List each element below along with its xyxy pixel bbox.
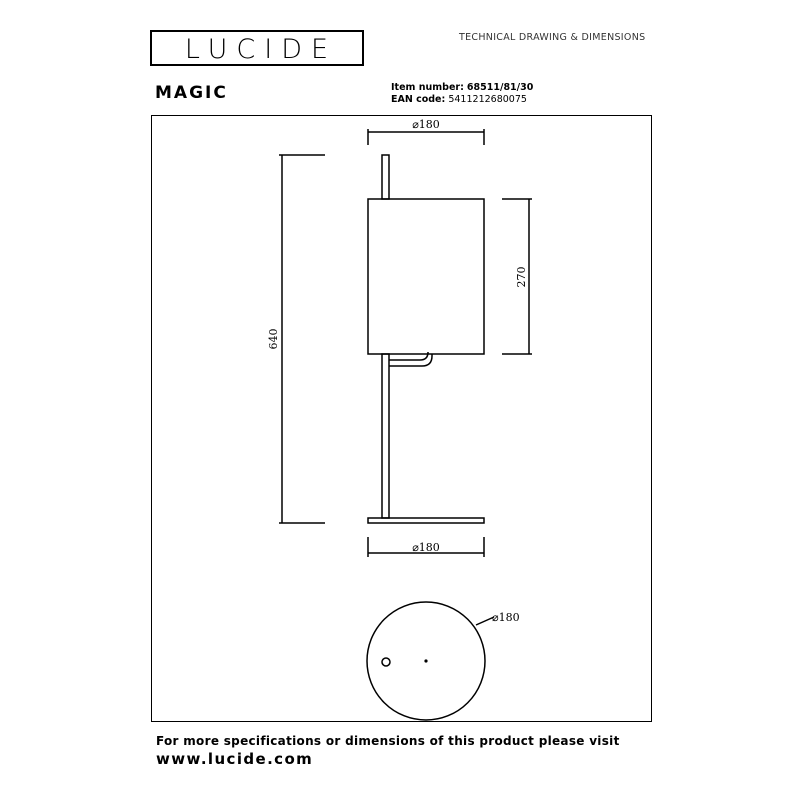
- lamp-pole-top: [381, 154, 390, 200]
- item-number-value: 68511/81/30: [466, 82, 534, 93]
- base-diameter-label: ⌀180: [412, 541, 440, 554]
- ean-code-value: 5411212680075: [448, 94, 527, 105]
- ean-code-label: EAN code:: [391, 94, 446, 105]
- lamp-pole-bottom: [381, 353, 390, 519]
- item-number-line: Item number: 68511/81/30: [391, 82, 533, 94]
- footer-info: For more specifications or dimensions of…: [156, 734, 620, 748]
- cable-hole: [381, 657, 391, 667]
- lamp-base: [367, 517, 485, 524]
- ean-code-line: EAN code: 5411212680075: [391, 94, 527, 106]
- brand-logo: LUCIDE: [184, 34, 338, 65]
- shade-height-label: 270: [515, 267, 528, 288]
- shade-diameter-label: ⌀180: [412, 118, 440, 131]
- header-subtitle: TECHNICAL DRAWING & DIMENSIONS: [459, 32, 646, 43]
- base-top-view: [366, 601, 486, 721]
- logo-underline: [150, 64, 364, 66]
- logo-frame: [150, 30, 364, 66]
- item-number-label: Item number:: [391, 82, 464, 93]
- center-point: [424, 659, 428, 663]
- product-name: MAGIC: [155, 83, 228, 103]
- shade-bracket-outer: [389, 354, 433, 367]
- total-height-label: 640: [267, 329, 280, 350]
- shade-bracket: [389, 351, 429, 361]
- lamp-shade: [367, 198, 485, 355]
- top-view-diameter-label: ⌀180: [492, 611, 520, 624]
- drawing-frame: [151, 115, 652, 722]
- top-view-leader-line: [475, 616, 495, 626]
- footer-website-link[interactable]: www.lucide.com: [156, 750, 314, 768]
